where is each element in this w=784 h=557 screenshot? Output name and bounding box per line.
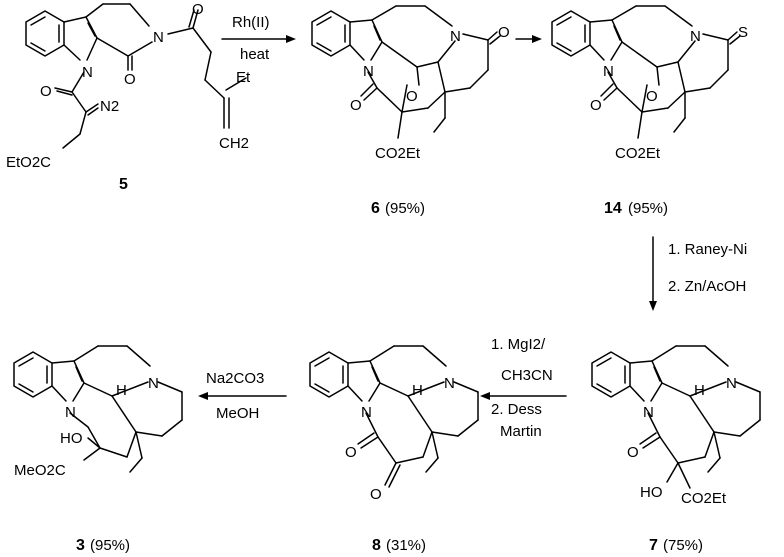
atom-n: N	[82, 64, 93, 81]
condition-label: heat	[240, 46, 270, 63]
reagent-label: Martin	[500, 423, 542, 440]
atom-n: N	[363, 63, 374, 80]
atom-o: O	[124, 71, 136, 88]
atom-s: S	[738, 24, 748, 41]
atom-n: N	[726, 375, 737, 392]
structure-3: N N H HO MeO2C 3 (95%)	[13, 345, 183, 554]
atom-n: N	[444, 375, 455, 392]
atom-o: O	[498, 24, 510, 41]
atom-o: O	[646, 88, 658, 105]
reagent-label: Rh(II)	[232, 14, 270, 31]
atom-n: N	[690, 28, 701, 45]
ester-label: CO2Et	[375, 145, 421, 162]
ethyl-label: Et	[236, 69, 251, 86]
atom-o: O	[590, 97, 602, 114]
atom-o: O	[345, 444, 357, 461]
atom-o: O	[406, 88, 418, 105]
ester-label: MeO2C	[14, 462, 66, 479]
yield-6: (95%)	[385, 200, 425, 217]
structure-5: N N O O O N2 EtO2C Et CH2 5	[6, 1, 251, 193]
reagent-label: 2. Dess	[491, 401, 542, 418]
atom-n: N	[361, 404, 372, 421]
reagent-label: MeOH	[216, 405, 259, 422]
atom-n: N	[450, 28, 461, 45]
reagent-label: 2. Zn/AcOH	[668, 278, 746, 295]
atom-o: O	[192, 1, 204, 18]
structure-6: N N O O O CO2Et 6 (95%)	[311, 5, 510, 217]
structure-14: N N S O O CO2Et 14 (95%)	[551, 5, 748, 217]
atom-h: H	[694, 382, 705, 399]
compound-id-14: 14	[604, 200, 622, 217]
ester-label: EtO2C	[6, 154, 51, 171]
hydroxyl-label: HO	[640, 484, 663, 501]
yield-7: (75%)	[663, 537, 703, 554]
atom-o: O	[350, 97, 362, 114]
reaction-arrow-3: 1. Raney-Ni 2. Zn/AcOH	[649, 236, 747, 311]
atom-n: N	[153, 29, 164, 46]
yield-14: (95%)	[628, 200, 668, 217]
reaction-arrow-5: Na2CO3 MeOH	[198, 370, 287, 422]
reagent-label: Na2CO3	[206, 370, 264, 387]
compound-id-3: 3	[76, 537, 85, 554]
atom-n: N	[148, 375, 159, 392]
structure-8: N N H O O 8 (31%)	[309, 345, 479, 554]
structure-7: N N H O HO CO2Et 7 (75%)	[591, 345, 761, 554]
compound-id-8: 8	[372, 537, 381, 554]
compound-id-6: 6	[371, 200, 380, 217]
methylene-label: CH2	[219, 135, 249, 152]
diazo-label: N2	[100, 98, 119, 115]
reaction-arrow-4: 1. MgI2/ CH3CN 2. Dess Martin	[480, 336, 567, 440]
reagent-label: 1. Raney-Ni	[668, 241, 747, 258]
atom-h: H	[412, 382, 423, 399]
yield-8: (31%)	[386, 537, 426, 554]
compound-id-7: 7	[649, 537, 658, 554]
atom-n: N	[603, 63, 614, 80]
reaction-arrow-2	[515, 35, 542, 43]
reaction-arrow-1: Rh(II) heat	[221, 14, 296, 63]
atom-h: H	[116, 382, 127, 399]
yield-3: (95%)	[90, 537, 130, 554]
reagent-label: CH3CN	[501, 367, 553, 384]
reagent-label: 1. MgI2/	[491, 336, 546, 353]
atom-n: N	[643, 404, 654, 421]
atom-n: N	[65, 404, 76, 421]
atom-o: O	[40, 83, 52, 100]
compound-id-5: 5	[119, 176, 128, 193]
ester-label: CO2Et	[681, 490, 727, 507]
atom-o: O	[370, 486, 382, 503]
ester-label: CO2Et	[615, 145, 661, 162]
hydroxyl-label: HO	[60, 430, 83, 447]
atom-o: O	[627, 444, 639, 461]
